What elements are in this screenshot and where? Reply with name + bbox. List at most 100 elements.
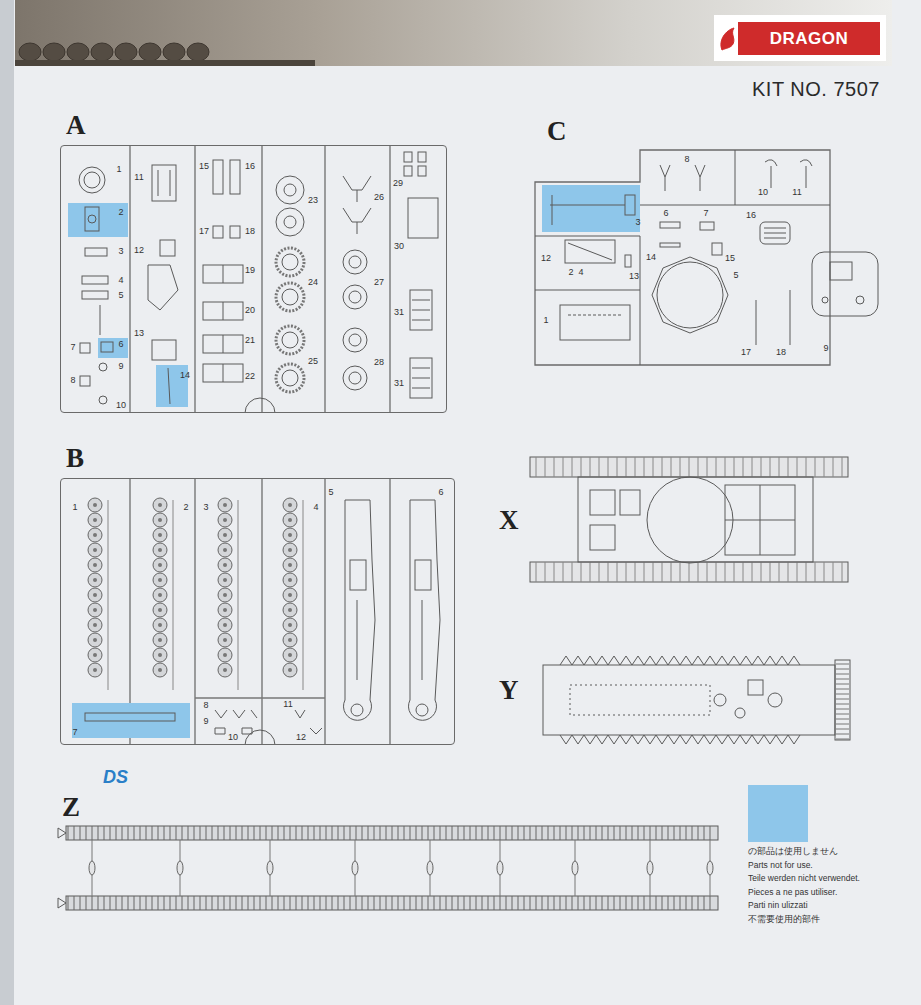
road-wheel [88, 528, 102, 542]
part-detail [822, 297, 828, 303]
track-wheel-photo [43, 43, 65, 61]
kit-number: KIT NO. 7507 [752, 78, 880, 100]
road-wheel [88, 543, 102, 557]
sprue-gate [572, 861, 578, 875]
track-link [356, 826, 357, 840]
track-link [602, 826, 603, 840]
track-link [254, 896, 255, 910]
sprue-runner [129, 146, 130, 412]
track-link [617, 457, 618, 477]
part-number: 18 [776, 348, 786, 358]
track-link [620, 826, 621, 840]
track-link [86, 826, 87, 840]
road-wheel [283, 633, 297, 647]
part-detail [349, 334, 361, 346]
sprue-gate [177, 861, 183, 875]
track-link [833, 457, 834, 477]
wheel-hub [158, 623, 162, 627]
wheel-hub [93, 563, 97, 567]
track-link [668, 896, 669, 910]
track-link [392, 896, 393, 910]
track-link [662, 562, 663, 582]
track-link [797, 562, 798, 582]
sprue-notch [245, 730, 275, 745]
track-link [707, 457, 708, 477]
part-detail [282, 332, 298, 348]
track-link [194, 896, 195, 910]
road-wheel [88, 663, 102, 677]
track-link [92, 896, 93, 910]
part-number: 7 [703, 209, 708, 219]
track-link [710, 826, 711, 840]
track-link [362, 826, 363, 840]
part-shape [203, 302, 243, 320]
part-shape [660, 222, 680, 228]
track-link [590, 457, 591, 477]
brand-logo: DS [103, 768, 128, 788]
turret-ring [652, 257, 728, 333]
track-link [398, 896, 399, 910]
track-photo [15, 60, 315, 66]
part-number: 17 [741, 348, 751, 358]
grille-slat [836, 719, 849, 720]
sprue-frame [535, 150, 830, 365]
track-link [296, 826, 297, 840]
road-wheel [283, 543, 297, 557]
track-guard [560, 656, 800, 665]
sprue-runner [324, 479, 325, 744]
part-detail [856, 296, 864, 304]
track-link [806, 457, 807, 477]
track-link [563, 457, 564, 477]
track-run [66, 896, 718, 910]
track-link [650, 896, 651, 910]
part-number: 12 [296, 733, 306, 743]
track-link [182, 826, 183, 840]
track-link [98, 826, 99, 840]
track-link [743, 457, 744, 477]
part-number: 22 [245, 372, 255, 382]
turret-ring [657, 262, 723, 328]
wheel-hub [93, 668, 97, 672]
wheel-hub [288, 578, 292, 582]
track-link [725, 457, 726, 477]
track-link [440, 896, 441, 910]
part-number: 6 [118, 340, 123, 350]
track-link [68, 896, 69, 910]
track-link [584, 826, 585, 840]
track-link [524, 826, 525, 840]
track-link [536, 826, 537, 840]
part-detail [760, 485, 761, 555]
legend-text: の部品は使用しません [748, 847, 838, 856]
wheel-hub [158, 593, 162, 597]
sprue-gate [352, 861, 358, 875]
track-link [260, 896, 261, 910]
road-wheel [218, 573, 232, 587]
sprue-gate [267, 861, 273, 875]
track-run [66, 826, 718, 840]
sprue-letter: B [66, 445, 84, 472]
track-link [548, 896, 549, 910]
sprocket-part [276, 283, 304, 311]
track-wheel-photo [19, 43, 41, 61]
track-link [110, 896, 111, 910]
track-link [833, 562, 834, 582]
part-shape [85, 713, 175, 721]
track-guard [560, 735, 800, 744]
part-number: 2 [118, 208, 123, 218]
track-wheel-photo [163, 43, 185, 61]
track-link [518, 896, 519, 910]
track-link [134, 896, 135, 910]
road-wheel [88, 558, 102, 572]
part-number: 10 [116, 401, 126, 411]
road-wheel [153, 498, 167, 512]
part-number: 11 [283, 700, 292, 710]
wheel-hub [158, 668, 162, 672]
track-link [542, 826, 543, 840]
track-link [278, 896, 279, 910]
part-shape [660, 243, 680, 247]
road-wheel [218, 498, 232, 512]
part-number: 3 [118, 247, 123, 257]
wheel-hub [93, 593, 97, 597]
part-number: 29 [393, 179, 403, 189]
track-link [170, 896, 171, 910]
